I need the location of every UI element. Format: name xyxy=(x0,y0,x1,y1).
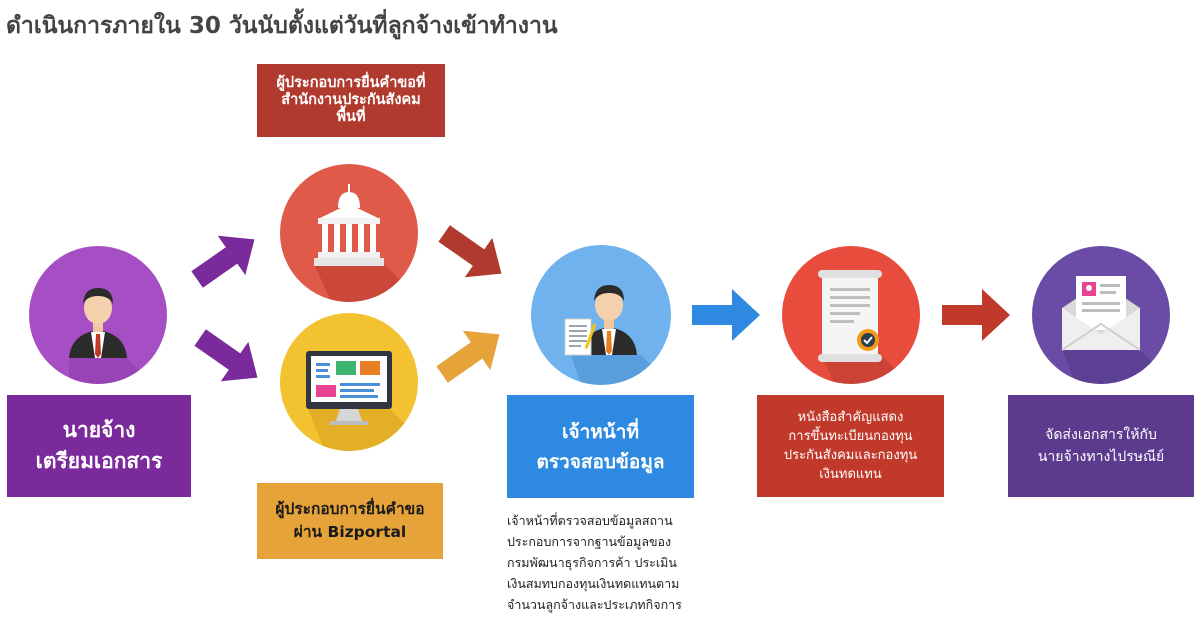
mail-circle xyxy=(1032,246,1170,384)
officer-label-line-1: เจ้าหน้าที่ xyxy=(561,420,639,443)
bizportal-label-box: ผู้ประกอบการยื่นคำขอ ผ่าน Bizportal xyxy=(257,483,443,559)
certificate-scroll-icon xyxy=(818,270,910,384)
officer-description-line-2: ประกอบการจากฐานข้อมูลของ xyxy=(507,534,672,549)
officer-label-box: เจ้าหน้าที่ ตรวจสอบข้อมูล xyxy=(507,395,694,498)
bizportal-label-line-1: ผู้ประกอบการยื่นคำขอ xyxy=(275,500,425,518)
employer-label-line-1: นายจ้าง xyxy=(62,418,136,442)
arrow-certificate-to-mail xyxy=(942,289,1010,341)
mail-envelope-icon xyxy=(1061,276,1170,384)
mail-label-line-1: จัดส่งเอกสารให้กับ xyxy=(1045,427,1157,443)
mail-label-line-2: นายจ้างทางไปรษณีย์ xyxy=(1037,449,1165,465)
sso-office-label-box: ผู้ประกอบการยื่นคำขอที่ สำนักงานประกันสั… xyxy=(257,64,445,137)
arrow-bizportal-to-officer xyxy=(436,330,500,383)
arrow-employer-to-sso xyxy=(191,235,255,288)
certificate-label-line-1: หนังสือสำคัญแสดง xyxy=(797,410,904,425)
employer-label-box: นายจ้าง เตรียมเอกสาร xyxy=(7,395,191,497)
employer-circle xyxy=(29,246,167,384)
officer-description-line-3: กรมพัฒนาธุรกิจการค้า ประเมิน xyxy=(507,555,677,570)
certificate-label-line-2: การขึ้นทะเบียนกองทุน xyxy=(788,429,913,444)
sso-office-label-line-1: ผู้ประกอบการยื่นคำขอที่ xyxy=(276,75,426,91)
officer-description-line-4: เงินสมทบกองทุนเงินทดแทนตาม xyxy=(507,576,680,591)
certificate-circle xyxy=(782,246,920,384)
sso-office-label-line-3: พื้นที่ xyxy=(336,109,366,125)
officer-description-line-1: เจ้าหน้าที่ตรวจสอบข้อมูลสถาน xyxy=(507,513,673,528)
bizportal-label-line-2: ผ่าน Bizportal xyxy=(293,523,407,541)
arrow-employer-to-bizportal xyxy=(194,329,258,382)
officer-description-line-5: จำนวนลูกจ้างและประเภทกิจการ xyxy=(507,597,682,612)
arrow-sso-to-officer xyxy=(438,225,502,278)
officer-description: เจ้าหน้าที่ตรวจสอบข้อมูลสถาน ประกอบการจา… xyxy=(507,510,707,615)
certificate-label-line-3: ประกันสังคมและกองทุน xyxy=(783,448,918,463)
page-title: ดำเนินการภายใน 30 วันนับตั้งแต่วันที่ลูก… xyxy=(6,13,558,39)
officer-label-line-2: ตรวจสอบข้อมูล xyxy=(536,450,665,473)
officer-circle xyxy=(531,245,671,385)
certificate-label-box: หนังสือสำคัญแสดง การขึ้นทะเบียนกองทุน ปร… xyxy=(757,395,944,497)
officer-document-icon xyxy=(564,285,671,385)
employer-label-line-2: เตรียมเอกสาร xyxy=(35,449,163,473)
businessman-icon xyxy=(69,288,153,384)
mail-label-box: จัดส่งเอกสารให้กับ นายจ้างทางไปรษณีย์ xyxy=(1008,395,1194,497)
arrow-officer-to-certificate xyxy=(692,289,760,341)
certificate-label-line-4: เงินทดแทน xyxy=(819,467,882,482)
sso-office-label-line-2: สำนักงานประกันสังคม xyxy=(281,92,421,108)
